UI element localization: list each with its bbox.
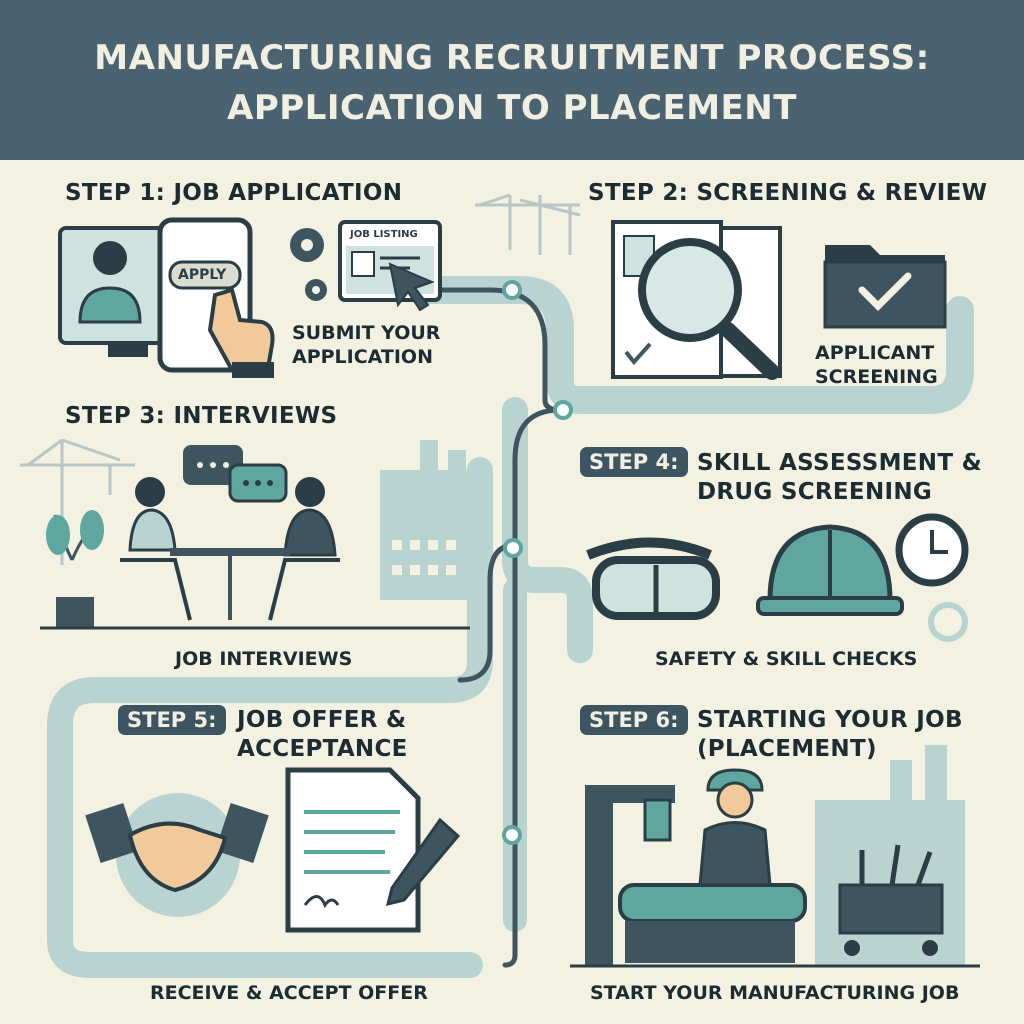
step-1-caption-line2: APPLICATION	[292, 346, 433, 368]
step-4-badge: STEP 4:	[580, 447, 688, 477]
worker-icon	[698, 768, 772, 887]
pen-icon	[385, 817, 461, 907]
page-title-line1: MANUFACTURING RECRUITMENT PROCESS:	[94, 38, 930, 78]
title-banner: MANUFACTURING RECRUITMENT PROCESS: APPLI…	[0, 0, 1024, 160]
job-listing-label: JOB LISTING	[350, 229, 418, 240]
step-6-badge: STEP 6:	[580, 705, 688, 735]
page-title-line2: APPLICATION TO PLACEMENT	[227, 88, 797, 128]
plant-icon	[46, 510, 104, 627]
step-5-title-line2: ACCEPTANCE	[237, 736, 408, 762]
handshake-icon	[85, 793, 269, 917]
magnifier-icon	[638, 238, 780, 380]
cursor-icon	[388, 262, 435, 312]
step-1-caption-line1: SUBMIT YOUR	[292, 322, 441, 344]
step-5-badge: STEP 5:	[118, 705, 226, 735]
step-2-title: STEP 2: SCREENING & REVIEW	[588, 180, 988, 206]
hand-pointer-icon	[207, 287, 275, 378]
step-2-caption-line2: SCREENING	[815, 366, 938, 388]
path-node	[502, 280, 573, 845]
step-4-caption: SAFETY & SKILL CHECKS	[655, 648, 918, 670]
factory-icon	[380, 440, 472, 600]
contract-icon	[285, 767, 421, 933]
apply-button-label: APPLY	[178, 267, 227, 283]
people-interview-icon	[120, 477, 340, 621]
goggles-icon	[586, 537, 720, 620]
step-3-title: STEP 3: INTERVIEWS	[65, 403, 338, 429]
gear-icon	[928, 602, 968, 642]
machine-icon	[585, 785, 807, 965]
step-6-title-line2: (PLACEMENT)	[697, 736, 877, 762]
gear-icon	[290, 228, 327, 301]
folder-check-icon	[823, 245, 947, 329]
step-4-title-line2: DRUG SCREENING	[697, 479, 933, 505]
step-2-caption-line1: APPLICANT	[815, 342, 935, 364]
chat-bubble-icon	[183, 445, 288, 503]
step-1-title: STEP 1: JOB APPLICATION	[65, 180, 403, 206]
step-5-caption: RECEIVE & ACCEPT OFFER	[150, 982, 428, 1004]
step-6-caption: START YOUR MANUFACTURING JOB	[590, 982, 960, 1004]
step-4-title-line1: SKILL ASSESSMENT &	[697, 450, 982, 476]
clock-icon	[895, 513, 969, 587]
monitor-person-icon	[58, 226, 180, 357]
hard-hat-icon	[756, 524, 904, 616]
step-5-title-line1: JOB OFFER &	[237, 707, 407, 733]
step-3-caption: JOB INTERVIEWS	[175, 648, 353, 670]
crane-icon	[20, 438, 135, 565]
tool-cart-icon	[838, 844, 944, 956]
crane-icon	[475, 193, 581, 255]
step-6-title-line1: STARTING YOUR JOB	[697, 707, 963, 733]
